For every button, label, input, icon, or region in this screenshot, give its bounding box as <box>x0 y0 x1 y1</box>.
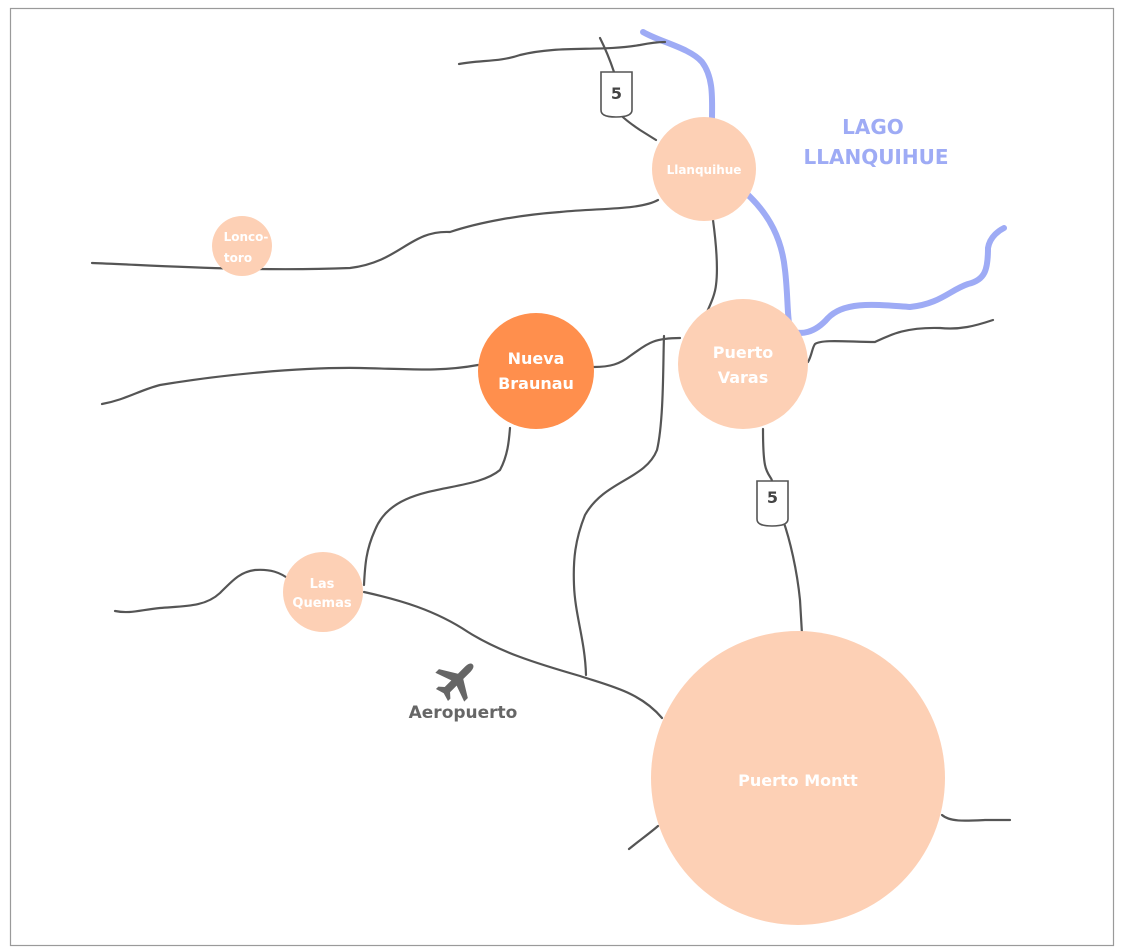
airport-label: Aeropuerto <box>409 703 518 723</box>
city-label-line2: toro <box>224 251 252 265</box>
route-shield-south: 5 <box>756 480 789 527</box>
shield-number-north: 5 <box>611 84 622 103</box>
road-llanquihue-varas <box>705 218 719 314</box>
road-west-quemas <box>113 568 292 614</box>
city-label-line1: Nueva <box>508 349 565 368</box>
route-5-south <box>761 427 804 636</box>
city-loncotoro[interactable]: Lonco- toro <box>212 216 272 276</box>
city-label-line2: Varas <box>718 368 769 387</box>
city-las-quemas[interactable]: Las Quemas <box>283 552 363 632</box>
city-marker <box>283 552 363 632</box>
road-west-braunau <box>100 363 480 406</box>
airplane-icon <box>435 663 474 702</box>
city-label-line1: Las <box>310 577 335 592</box>
city-marker <box>651 631 945 925</box>
road-west-loncotoro <box>90 198 660 271</box>
lake-label-line2: LLANQUIHUE <box>803 145 948 169</box>
city-label: Puerto Montt <box>738 771 858 790</box>
road-braunau-quemas <box>362 426 512 587</box>
city-puerto-varas[interactable]: Puerto Varas <box>678 299 808 429</box>
city-label-line1: Lonco- <box>224 230 269 244</box>
shield-icon <box>600 71 633 118</box>
city-marker <box>678 299 808 429</box>
city-label-line2: Braunau <box>498 374 574 393</box>
lake-label: LAGO LLANQUIHUE <box>803 115 948 169</box>
water-features <box>640 29 1007 336</box>
road-north-top <box>457 40 667 66</box>
city-label: Llanquihue <box>667 163 742 177</box>
road-montt-west <box>627 824 660 851</box>
lake-label-line1: LAGO <box>842 115 904 139</box>
road-montt-east <box>940 813 1012 822</box>
city-llanquihue[interactable]: Llanquihue <box>652 117 756 221</box>
shield-number-south: 5 <box>767 488 778 507</box>
city-label-line1: Puerto <box>713 343 774 362</box>
airport[interactable]: Aeropuerto <box>409 650 518 723</box>
river-north <box>640 29 716 123</box>
road-network <box>90 36 1012 851</box>
route-shield-north: 5 <box>600 71 633 118</box>
road-braunau-varas <box>592 336 682 369</box>
city-marker <box>652 117 756 221</box>
road-quemas-montt <box>362 590 664 720</box>
shield-icon <box>756 480 789 527</box>
lake-shore <box>743 190 1007 336</box>
city-puerto-montt[interactable]: Puerto Montt <box>651 631 945 925</box>
road-varas-south-airport <box>572 334 666 677</box>
city-nueva-braunau[interactable]: Nueva Braunau <box>478 313 594 429</box>
city-marker <box>212 216 272 276</box>
city-label-line2: Quemas <box>292 596 351 611</box>
city-marker-highlighted <box>478 313 594 429</box>
road-varas-east <box>806 318 995 364</box>
